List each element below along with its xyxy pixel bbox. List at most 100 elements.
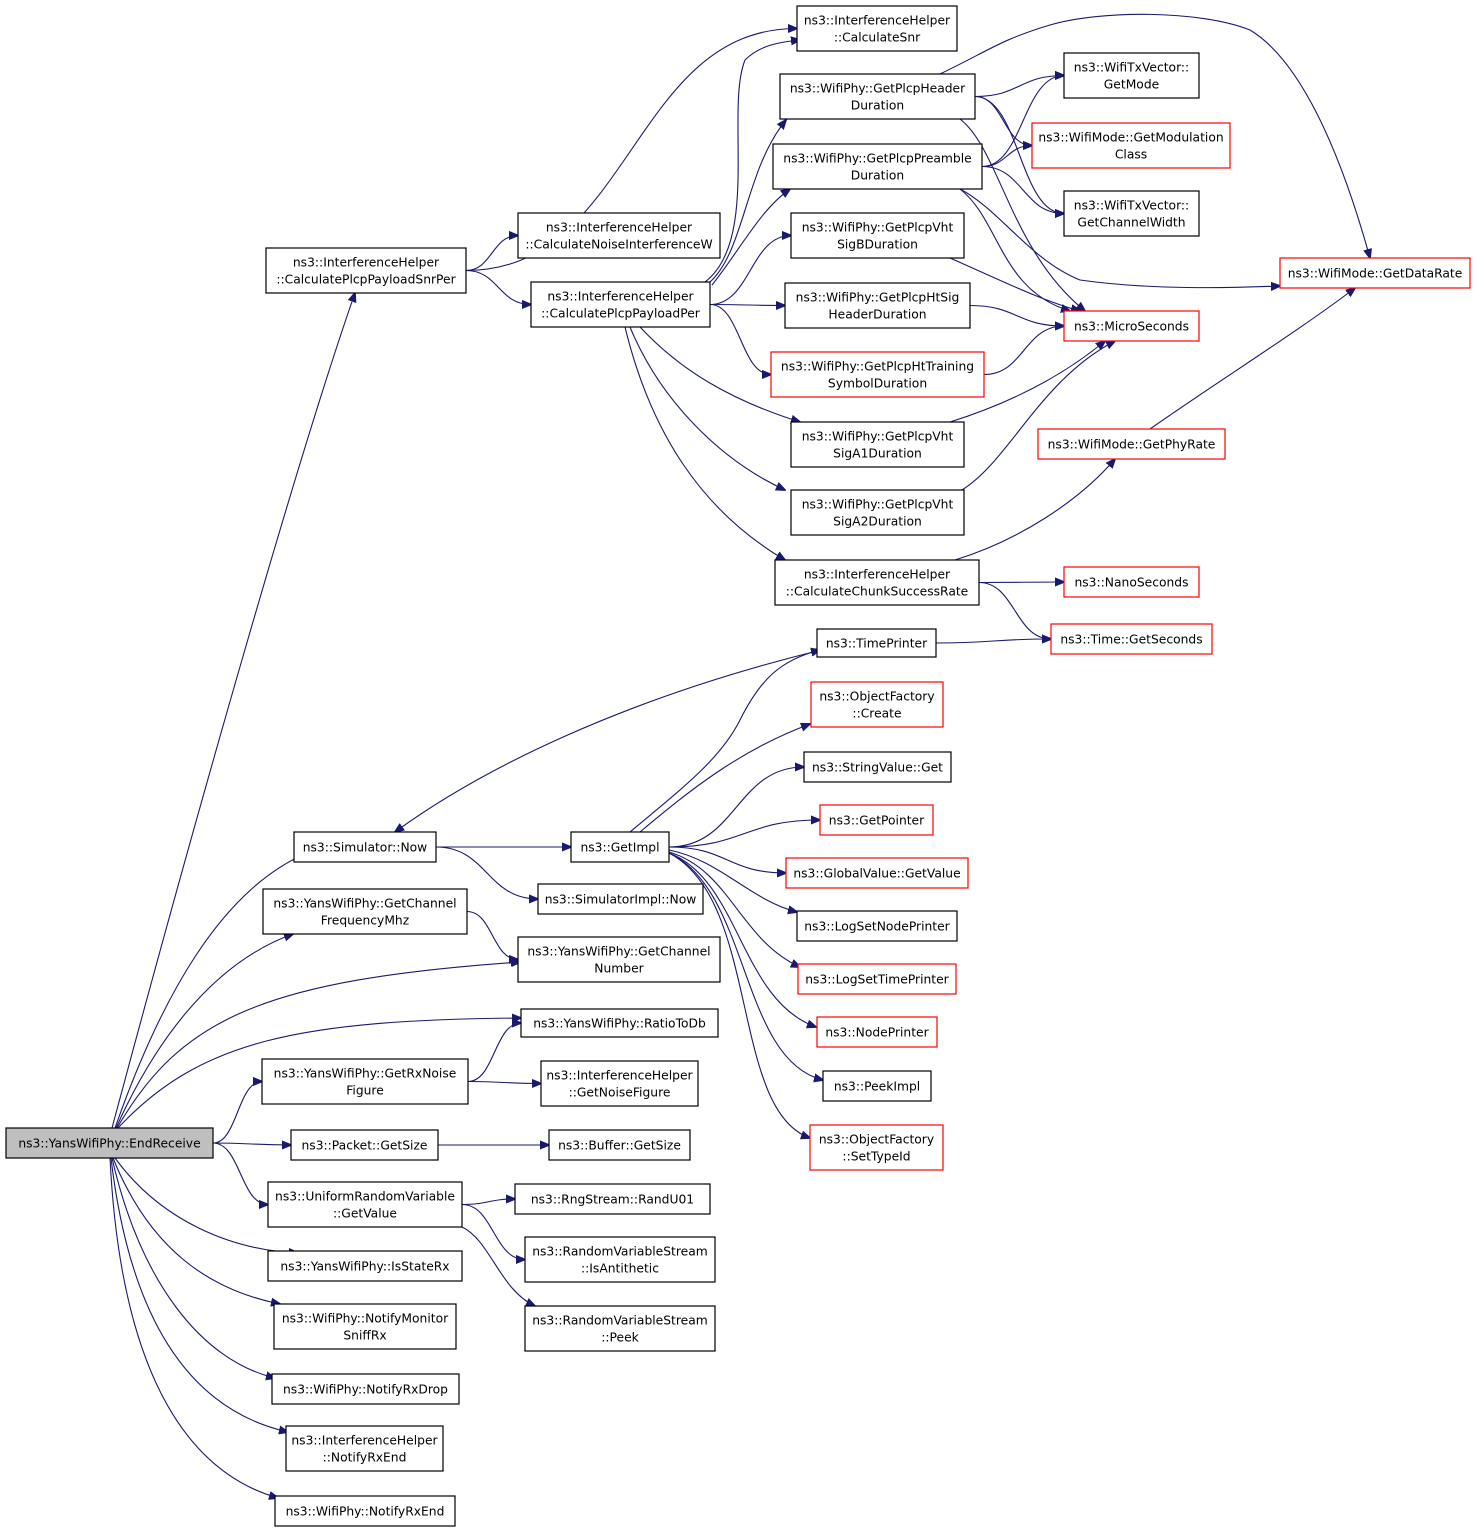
graph-node-n13[interactable]: ns3::WifiTxVector::GetMode (1063, 52, 1200, 99)
edge-n0-n37 (212, 1082, 262, 1144)
node-box (809, 1124, 944, 1171)
graph-node-n26[interactable]: ns3::LogSetNodePrinter (796, 910, 958, 942)
graph-node-n45[interactable]: ns3::YansWifiPhy::IsStateRx (267, 1250, 463, 1282)
graph-node-n17[interactable]: ns3::MicroSeconds (1063, 310, 1200, 342)
graph-node-n9[interactable]: ns3::WifiPhy::GetPlcpHtTrainingSymbolDur… (770, 351, 985, 398)
node-label: ns3::YansWifiPhy::GetChannel (527, 945, 710, 959)
edge-n4-n9 (709, 303, 771, 375)
node-label: ns3::YansWifiPhy::RatioToDb (533, 1017, 706, 1031)
node-label: ns3::Buffer::GetSize (558, 1139, 681, 1153)
node-label: ::CalculateChunkSuccessRate (786, 585, 969, 599)
node-label: ns3::GlobalValue::GetValue (793, 867, 960, 881)
graph-node-n47[interactable]: ns3::WifiPhy::NotifyRxDrop (271, 1373, 460, 1405)
graph-node-n22[interactable]: ns3::ObjectFactory::Create (810, 681, 944, 728)
graph-node-n3[interactable]: ns3::InterferenceHelper::CalculateNoiseI… (517, 212, 721, 259)
node-box (772, 143, 983, 190)
node-label: ns3::MicroSeconds (1074, 320, 1189, 334)
edge-n41-n42 (461, 1199, 515, 1206)
graph-node-n43[interactable]: ns3::RandomVariableStream::IsAntithetic (524, 1236, 716, 1283)
edge-n37-n36 (467, 1023, 521, 1083)
node-label: ns3::WifiPhy::GetPlcpHtSig (796, 291, 960, 305)
graph-node-n23[interactable]: ns3::StringValue::Get (803, 751, 952, 783)
graph-node-n4[interactable]: ns3::InterferenceHelper::CalculatePlcpPa… (530, 281, 711, 328)
node-box (537, 883, 704, 915)
node-box (530, 281, 711, 328)
node-label: ::IsAntithetic (581, 1262, 659, 1276)
node-label: Class (1115, 148, 1147, 162)
node-box (796, 5, 958, 52)
node-label: ::Peek (601, 1331, 639, 1345)
graph-node-n16[interactable]: ns3::WifiMode::GetDataRate (1279, 257, 1471, 289)
edge-n6-n13 (981, 76, 1064, 168)
graph-node-n21[interactable]: ns3::TimePrinter (816, 628, 937, 658)
edge-n0-n34 (115, 934, 293, 1129)
graph-node-n40[interactable]: ns3::Buffer::GetSize (548, 1129, 691, 1161)
graph-node-n18[interactable]: ns3::WifiMode::GetPhyRate (1037, 428, 1226, 460)
node-box (1031, 122, 1231, 169)
graph-node-n49[interactable]: ns3::WifiPhy::NotifyRxEnd (274, 1495, 456, 1527)
edge-n0-n1 (111, 293, 355, 1129)
node-label: ns3::YansWifiPhy::IsStateRx (280, 1260, 449, 1274)
node-label: HeaderDuration (828, 308, 926, 322)
node-box (790, 421, 965, 468)
graph-node-n30[interactable]: ns3::ObjectFactory::SetTypeId (809, 1124, 944, 1171)
graph-node-n36[interactable]: ns3::YansWifiPhy::RatioToDb (520, 1008, 719, 1038)
node-box (779, 73, 976, 120)
graph-node-n25[interactable]: ns3::GlobalValue::GetValue (785, 857, 969, 889)
graph-node-n31[interactable]: ns3::Simulator::Now (293, 831, 437, 863)
graph-node-n32[interactable]: ns3::GetImpl (570, 831, 670, 863)
edge-n5-n16 (939, 13, 1370, 258)
graph-node-n33[interactable]: ns3::SimulatorImpl::Now (537, 883, 704, 915)
edge-n0-n39 (212, 1143, 291, 1145)
node-label: ::SetTypeId (842, 1150, 910, 1164)
graph-node-n15[interactable]: ns3::WifiTxVector::GetChannelWidth (1063, 190, 1200, 237)
node-label: ::Create (852, 707, 901, 721)
graph-node-n19[interactable]: ns3::NanoSeconds (1063, 566, 1200, 598)
node-box (548, 1129, 691, 1161)
edge-n32-n23 (668, 767, 804, 848)
graph-node-n44[interactable]: ns3::RandomVariableStream::Peek (524, 1305, 716, 1352)
graph-node-n0[interactable]: ns3::YansWifiPhy::EndReceive (5, 1127, 214, 1159)
node-box (267, 1181, 463, 1228)
node-box (267, 1250, 463, 1282)
node-box (816, 1016, 938, 1048)
graph-node-n29[interactable]: ns3::PeekImpl (822, 1070, 932, 1102)
graph-node-n38[interactable]: ns3::InterferenceHelper::GetNoiseFigure (540, 1060, 699, 1107)
edge-n8-n17 (969, 304, 1064, 327)
node-label: GetChannelWidth (1077, 216, 1185, 230)
edge-n4-n11 (629, 326, 785, 490)
edge-n21-n20 (935, 639, 1051, 643)
node-box (790, 489, 965, 536)
edge-n9-n17 (983, 326, 1064, 376)
graph-node-n2[interactable]: ns3::InterferenceHelper::CalculateSnr (796, 5, 958, 52)
node-box (1063, 310, 1200, 342)
node-label: ns3::WifiPhy::GetPlcpVht (802, 498, 954, 512)
node-box (274, 1495, 456, 1527)
graph-node-n28[interactable]: ns3::NodePrinter (816, 1016, 938, 1048)
graph-node-n42[interactable]: ns3::RngStream::RandU01 (514, 1183, 711, 1215)
graph-node-n41[interactable]: ns3::UniformRandomVariable::GetValue (267, 1181, 463, 1228)
graph-node-n27[interactable]: ns3::LogSetTimePrinter (797, 963, 957, 995)
graph-node-n12[interactable]: ns3::InterferenceHelper::CalculateChunkS… (774, 559, 980, 606)
node-label: Duration (851, 169, 904, 183)
edge-n12-n20 (978, 581, 1051, 640)
node-label: ns3::WifiTxVector:: (1074, 199, 1189, 213)
graph-node-n24[interactable]: ns3::GetPointer (819, 804, 934, 836)
graph-node-n1[interactable]: ns3::InterferenceHelper::CalculatePlcpPa… (265, 247, 467, 294)
node-label: ::GetNoiseFigure (569, 1086, 671, 1100)
graph-node-n20[interactable]: ns3::Time::GetSeconds (1050, 623, 1213, 655)
edge-n0-n31 (114, 853, 307, 1129)
graph-node-n48[interactable]: ns3::InterferenceHelper::NotifyRxEnd (285, 1425, 444, 1472)
graph-node-n39[interactable]: ns3::Packet::GetSize (290, 1129, 439, 1161)
